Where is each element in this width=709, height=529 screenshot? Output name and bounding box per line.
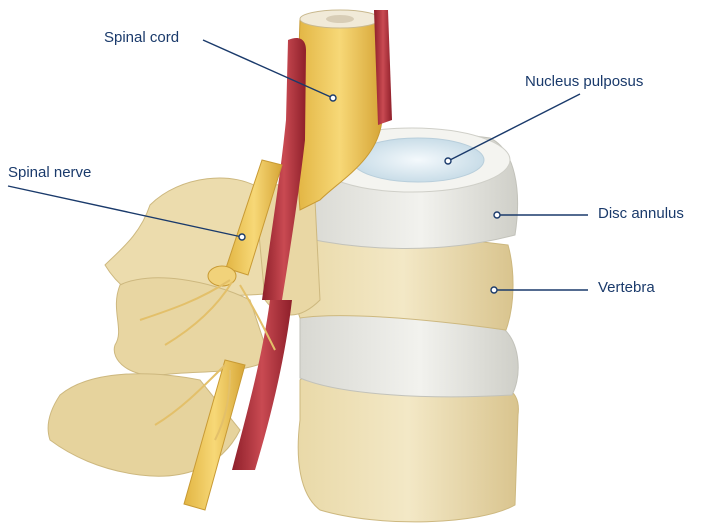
leader-spinal-cord-dot xyxy=(330,95,336,101)
label-vertebra: Vertebra xyxy=(598,279,655,297)
leader-vertebra-dot xyxy=(491,287,497,293)
label-spinal-nerve: Spinal nerve xyxy=(8,164,91,182)
label-spinal-cord: Spinal cord xyxy=(104,29,179,47)
label-nucleus-pulposus: Nucleus pulposus xyxy=(525,73,643,91)
spinal-cord-gray-matter xyxy=(326,15,354,23)
leader-nucleus xyxy=(448,94,580,161)
leader-disc-dot xyxy=(494,212,500,218)
leader-nucleus-dot xyxy=(445,158,451,164)
leader-spinal-nerve-dot xyxy=(239,234,245,240)
label-disc-annulus: Disc annulus xyxy=(598,205,684,223)
